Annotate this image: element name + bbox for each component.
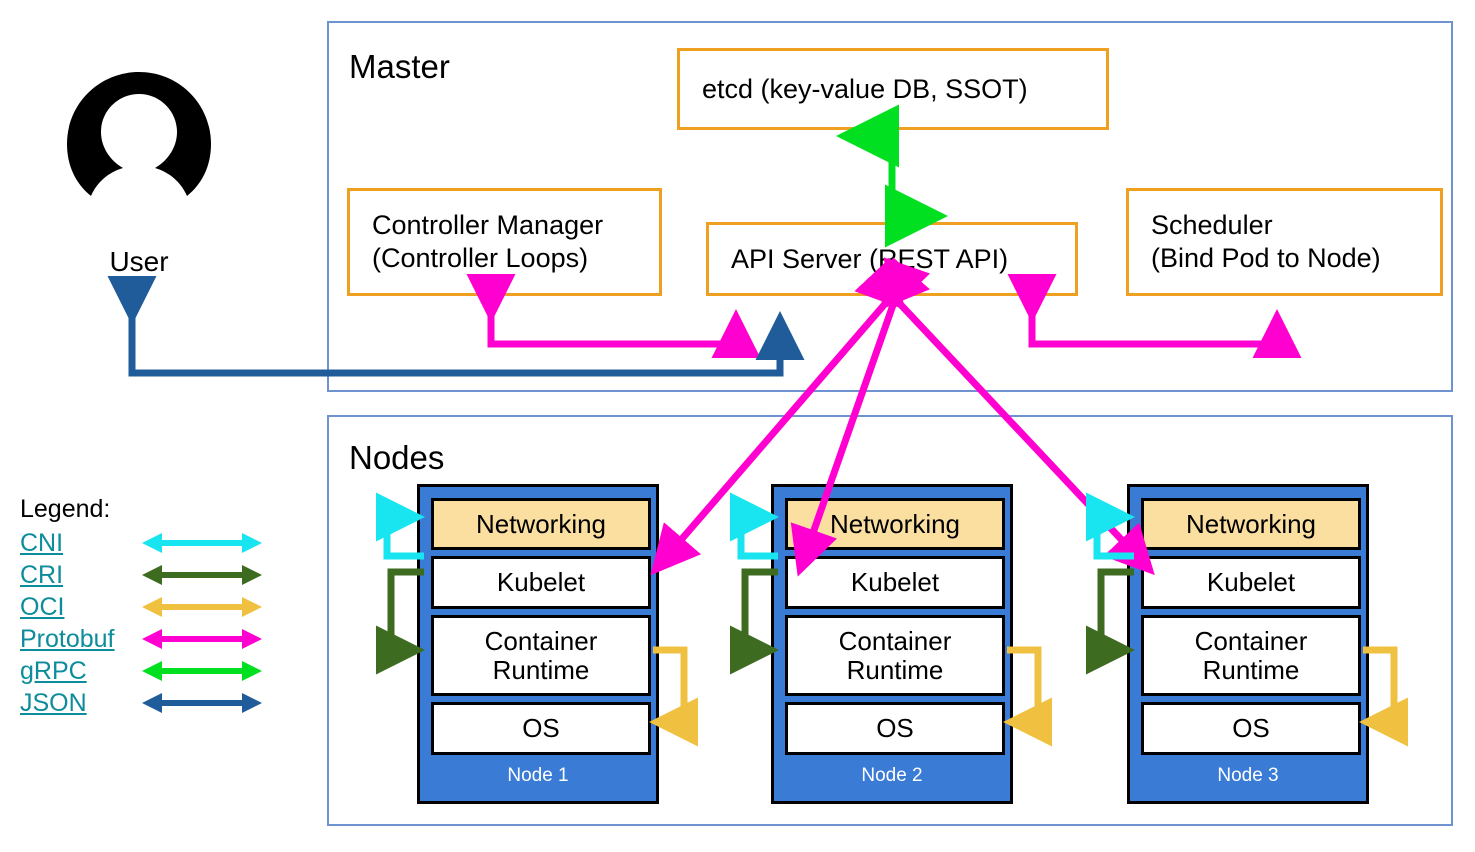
legend-row-json[interactable]: JSON [20,687,264,719]
node-node2[interactable]: Networking Kubelet Container Runtime OS … [771,484,1013,804]
component-controller-manager-label: Controller Manager (Controller Loops) [372,210,604,273]
component-api-server[interactable]: API Server (REST API) [706,222,1078,296]
legend-row-cri[interactable]: CRI [20,559,264,591]
node3-os-label: OS [1232,713,1270,744]
node1-layer-os[interactable]: OS [431,702,651,755]
legend-label-json[interactable]: JSON [20,688,87,717]
user-label: User [109,246,169,277]
legend-swatch-json [142,693,262,713]
node1-os-label: OS [522,713,560,744]
legend: Legend: CNI CRI OCI Protobuf [20,497,264,719]
node1-name-label: Node 1 [507,765,569,786]
legend-swatch-cni [142,533,262,553]
node2-networking-label: Networking [829,508,961,539]
node1-container-runtime-label: Container Runtime [484,625,598,685]
node-node3[interactable]: Networking Kubelet Container Runtime OS … [1127,484,1369,804]
component-api-server-label: API Server (REST API) [731,243,1009,274]
node1-layer-kubelet[interactable]: Kubelet [431,556,651,609]
node3-layer-container-runtime[interactable]: Container Runtime [1141,615,1361,696]
legend-label-protobuf[interactable]: Protobuf [20,624,115,653]
node2-layer-container-runtime[interactable]: Container Runtime [785,615,1005,696]
node3-name-label: Node 3 [1217,765,1279,786]
legend-label-grpc[interactable]: gRPC [20,656,87,685]
node3-layer-os[interactable]: OS [1141,702,1361,755]
legend-title: Legend: [20,495,111,523]
legend-row-grpc[interactable]: gRPC [20,655,264,687]
node2-layer-networking[interactable]: Networking [785,498,1005,550]
legend-label-cni[interactable]: CNI [20,528,64,557]
component-scheduler-label: Scheduler (Bind Pod to Node) [1151,210,1381,273]
legend-swatch-oci [142,597,262,617]
node3-layer-networking[interactable]: Networking [1141,498,1361,550]
legend-swatch-cri [142,565,262,585]
component-etcd-label: etcd (key-value DB, SSOT) [702,73,1028,104]
legend-swatch-grpc [142,661,262,681]
legend-swatch-protobuf [142,629,262,649]
node3-networking-label: Networking [1185,508,1317,539]
node2-layer-kubelet[interactable]: Kubelet [785,556,1005,609]
nodes-group-title: Nodes [349,439,445,476]
node1-networking-label: Networking [475,508,607,539]
node-node1[interactable]: Networking Kubelet Container Runtime OS … [417,484,659,804]
node2-name-label: Node 2 [861,765,923,786]
node1-layer-networking[interactable]: Networking [431,498,651,550]
legend-row-oci[interactable]: OCI [20,591,264,623]
legend-label-cri[interactable]: CRI [20,560,64,589]
node1-kubelet-label: Kubelet [496,567,586,598]
component-controller-manager[interactable]: Controller Manager (Controller Loops) [347,188,662,296]
node3-container-runtime-label: Container Runtime [1194,625,1308,685]
node1-layer-container-runtime[interactable]: Container Runtime [431,615,651,696]
node3-layer-kubelet[interactable]: Kubelet [1141,556,1361,609]
legend-label-oci[interactable]: OCI [20,592,65,621]
component-etcd[interactable]: etcd (key-value DB, SSOT) [677,48,1109,130]
node2-kubelet-label: Kubelet [850,567,940,598]
node2-os-label: OS [876,713,914,744]
node2-layer-os[interactable]: OS [785,702,1005,755]
legend-row-protobuf[interactable]: Protobuf [20,623,264,655]
node2-container-runtime-label: Container Runtime [838,625,952,685]
master-group-title: Master [349,48,450,85]
legend-row-cni[interactable]: CNI [20,527,264,559]
node3-kubelet-label: Kubelet [1206,567,1296,598]
user-avatar-icon [67,72,211,196]
component-scheduler[interactable]: Scheduler (Bind Pod to Node) [1126,188,1443,296]
